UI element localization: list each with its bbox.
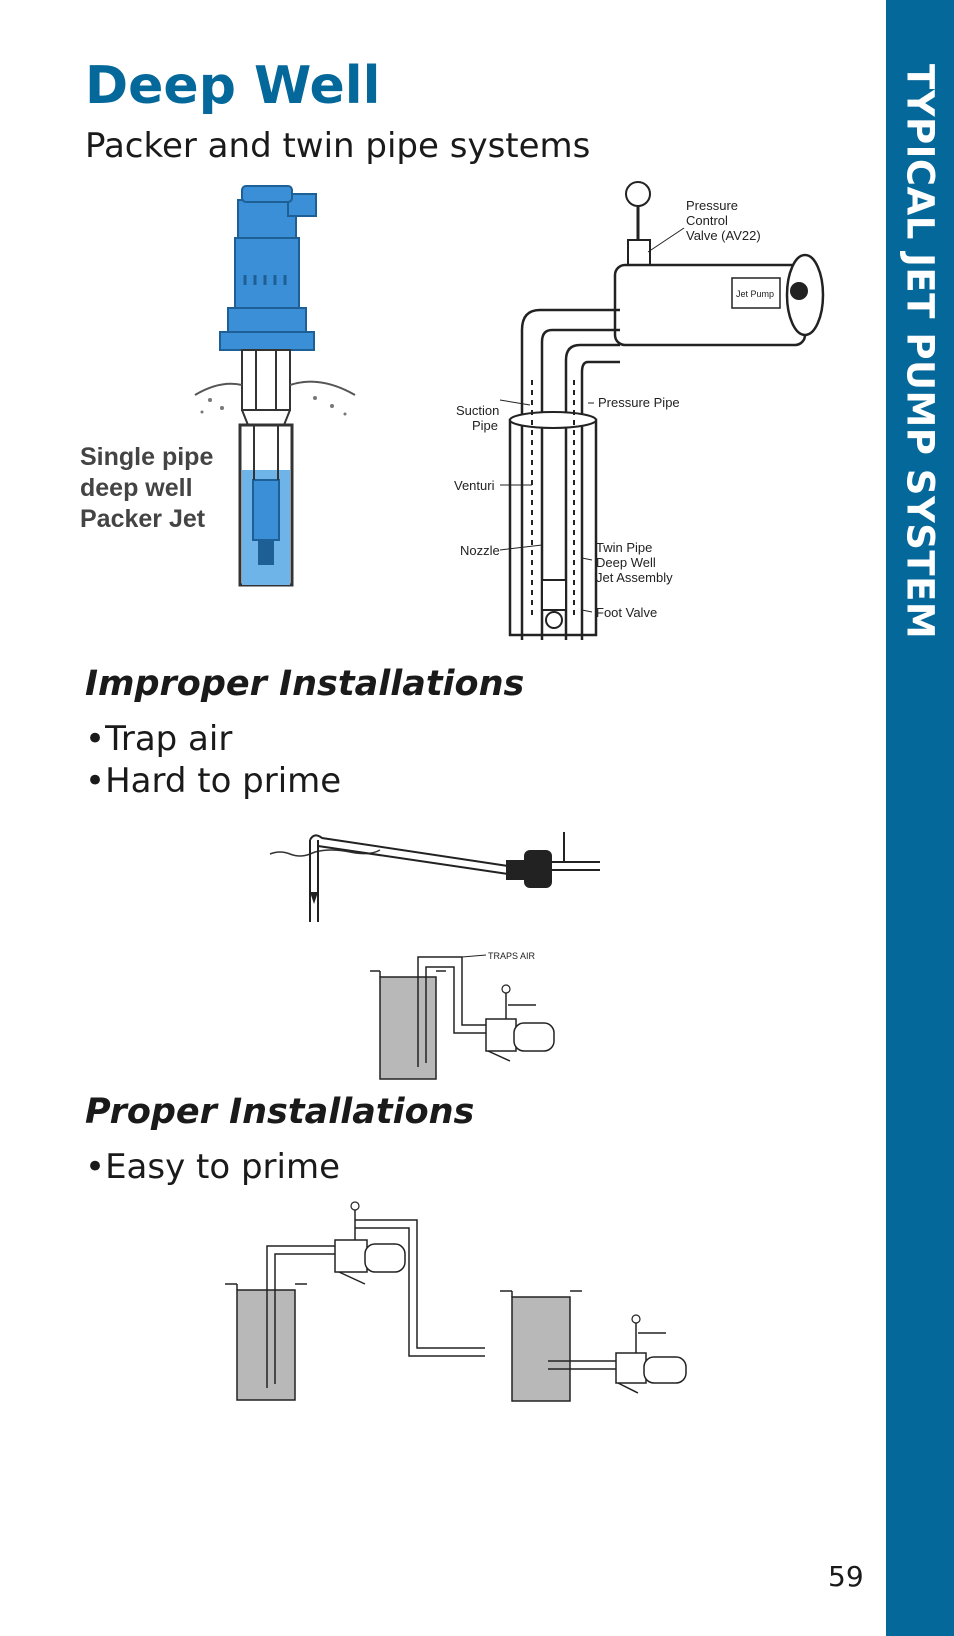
pump-badge-label: Jet Pump <box>736 289 774 299</box>
packer-jet-label-1: Single pipe <box>80 443 213 471</box>
page-number: 59 <box>828 1560 864 1593</box>
packer-jet-label-3: Packer Jet <box>80 505 206 533</box>
improper-bullets: Trap air Hard to prime <box>85 718 341 802</box>
packer-jet-label-2: deep well <box>80 474 193 502</box>
pressure-control-label-3: Valve (AV22) <box>686 228 761 243</box>
proper-diagram-flooded <box>500 1290 687 1402</box>
suction-pipe-label-1: Suction <box>456 403 499 418</box>
pressure-control-label-1: Pressure <box>686 198 738 213</box>
venturi-label: Venturi <box>454 478 495 493</box>
page-title: Deep Well <box>85 56 381 116</box>
sidebar-title: TYPICAL JET PUMP SYSTEM <box>898 64 942 640</box>
improper-diagram-traps-air: TRAPS AIR <box>370 951 555 1080</box>
proper-diagram-overhead <box>225 1201 485 1401</box>
improper-diagram-uphill <box>269 832 600 922</box>
jet-assembly-label-1: Twin Pipe <box>596 540 652 555</box>
page-subtitle: Packer and twin pipe systems <box>85 126 591 166</box>
improper-heading: Improper Installations <box>85 664 525 704</box>
twin-pipe-illustration: Jet Pump Pressure Control Valve (AV22) S… <box>454 181 825 640</box>
jet-assembly-label-2: Deep Well <box>596 555 656 570</box>
improper-bullet-1: Trap air <box>85 718 341 760</box>
sidebar-band: TYPICAL JET PUMP SYSTEM <box>886 0 954 1636</box>
nozzle-label: Nozzle <box>460 543 500 558</box>
traps-air-label: TRAPS AIR <box>488 951 536 961</box>
jet-assembly-label-3: Jet Assembly <box>596 570 673 585</box>
suction-pipe-label-2: Pipe <box>472 418 498 433</box>
proper-heading: Proper Installations <box>85 1092 475 1132</box>
improper-bullet-2: Hard to prime <box>85 760 341 802</box>
pressure-control-label-2: Control <box>686 213 728 228</box>
foot-valve-label: Foot Valve <box>596 605 657 620</box>
packer-jet-illustration: Single pipe deep well Packer Jet <box>80 185 356 587</box>
proper-bullets: Easy to prime <box>85 1146 340 1188</box>
pressure-pipe-label: Pressure Pipe <box>598 395 680 410</box>
proper-bullet-1: Easy to prime <box>85 1146 340 1188</box>
